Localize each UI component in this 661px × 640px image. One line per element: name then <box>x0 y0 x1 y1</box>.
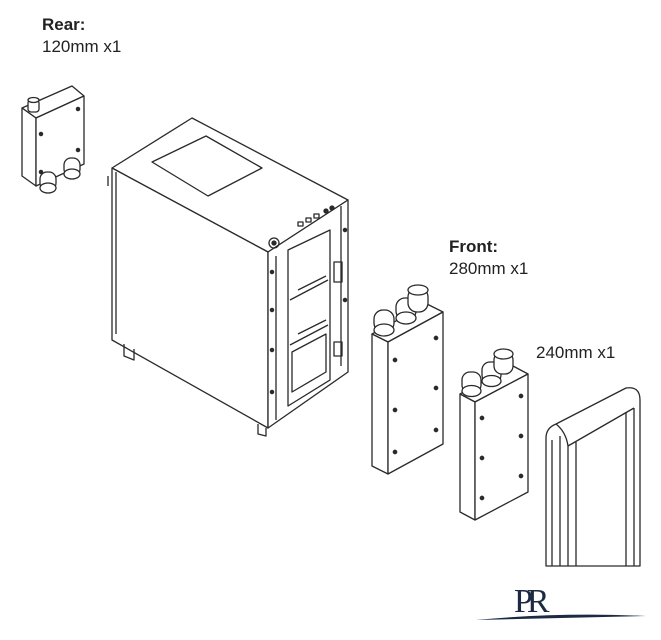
front-panel <box>546 388 640 566</box>
front-spec: 280mm x1 <box>449 259 529 278</box>
front-heading: Front: <box>449 237 499 256</box>
rear-label: Rear: 120mm x1 <box>42 14 121 58</box>
computer-case <box>108 118 348 436</box>
rear-120mm-radiator <box>22 86 84 193</box>
front-label: Front: 280mm x1 <box>449 236 528 280</box>
front-240mm-radiator <box>460 349 528 520</box>
front-280mm-radiator <box>372 285 443 474</box>
rear-heading: Rear: <box>42 15 86 34</box>
extra-radiator-spec: 240mm x1 <box>536 343 616 362</box>
extra-radiator-label: 240mm x1 <box>536 342 615 364</box>
rear-spec: 120mm x1 <box>42 37 122 56</box>
pr-logo: PR <box>476 583 646 620</box>
pr-logo-mark: PR <box>514 583 550 620</box>
